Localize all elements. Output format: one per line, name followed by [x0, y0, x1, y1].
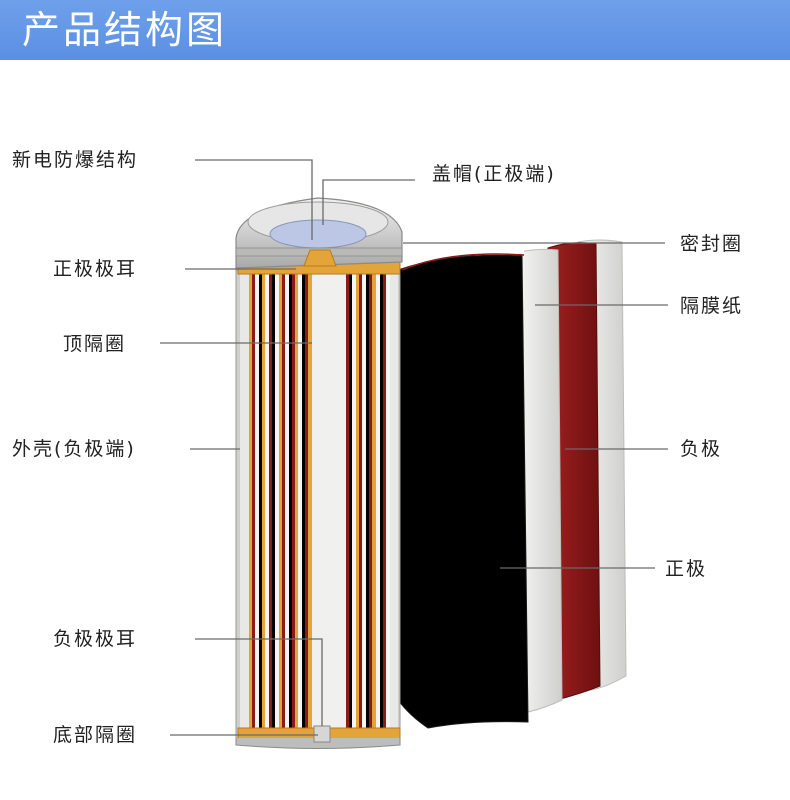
shell-bottom-edge — [235, 738, 401, 749]
leader-lines — [160, 159, 668, 736]
positive-tab — [303, 249, 337, 267]
leader-explosion-proof — [195, 159, 313, 240]
label-bottom-insulator: 底部隔圈 — [53, 724, 138, 746]
label-cap: 盖帽(正极端) — [432, 163, 556, 185]
separator-sheet — [519, 248, 563, 713]
label-top-insulator: 顶隔圈 — [63, 333, 127, 355]
label-positive: 正极 — [665, 558, 708, 580]
leader-cap — [322, 179, 415, 225]
label-positive-tab: 正极极耳 — [53, 258, 138, 280]
label-negative: 负极 — [680, 438, 723, 460]
label-separator: 隔膜纸 — [680, 295, 744, 317]
label-explosion-proof: 新电防爆结构 — [12, 149, 139, 171]
leader-negative-tab — [195, 638, 323, 726]
positive-electrode-sheet — [397, 254, 529, 729]
separator-edge-top — [399, 249, 525, 268]
explosion-proof-vent — [269, 219, 367, 249]
jelly-roll-layers — [240, 272, 398, 732]
red-edge-top — [401, 253, 525, 271]
label-seal-ring: 密封圈 — [680, 233, 744, 255]
header-banner: 产品结构图 — [0, 0, 790, 60]
page-title: 产品结构图 — [22, 8, 228, 52]
label-negative-tab: 负极极耳 — [53, 628, 138, 650]
label-shell: 外壳(负极端) — [12, 438, 136, 460]
negative-tab — [313, 725, 331, 743]
